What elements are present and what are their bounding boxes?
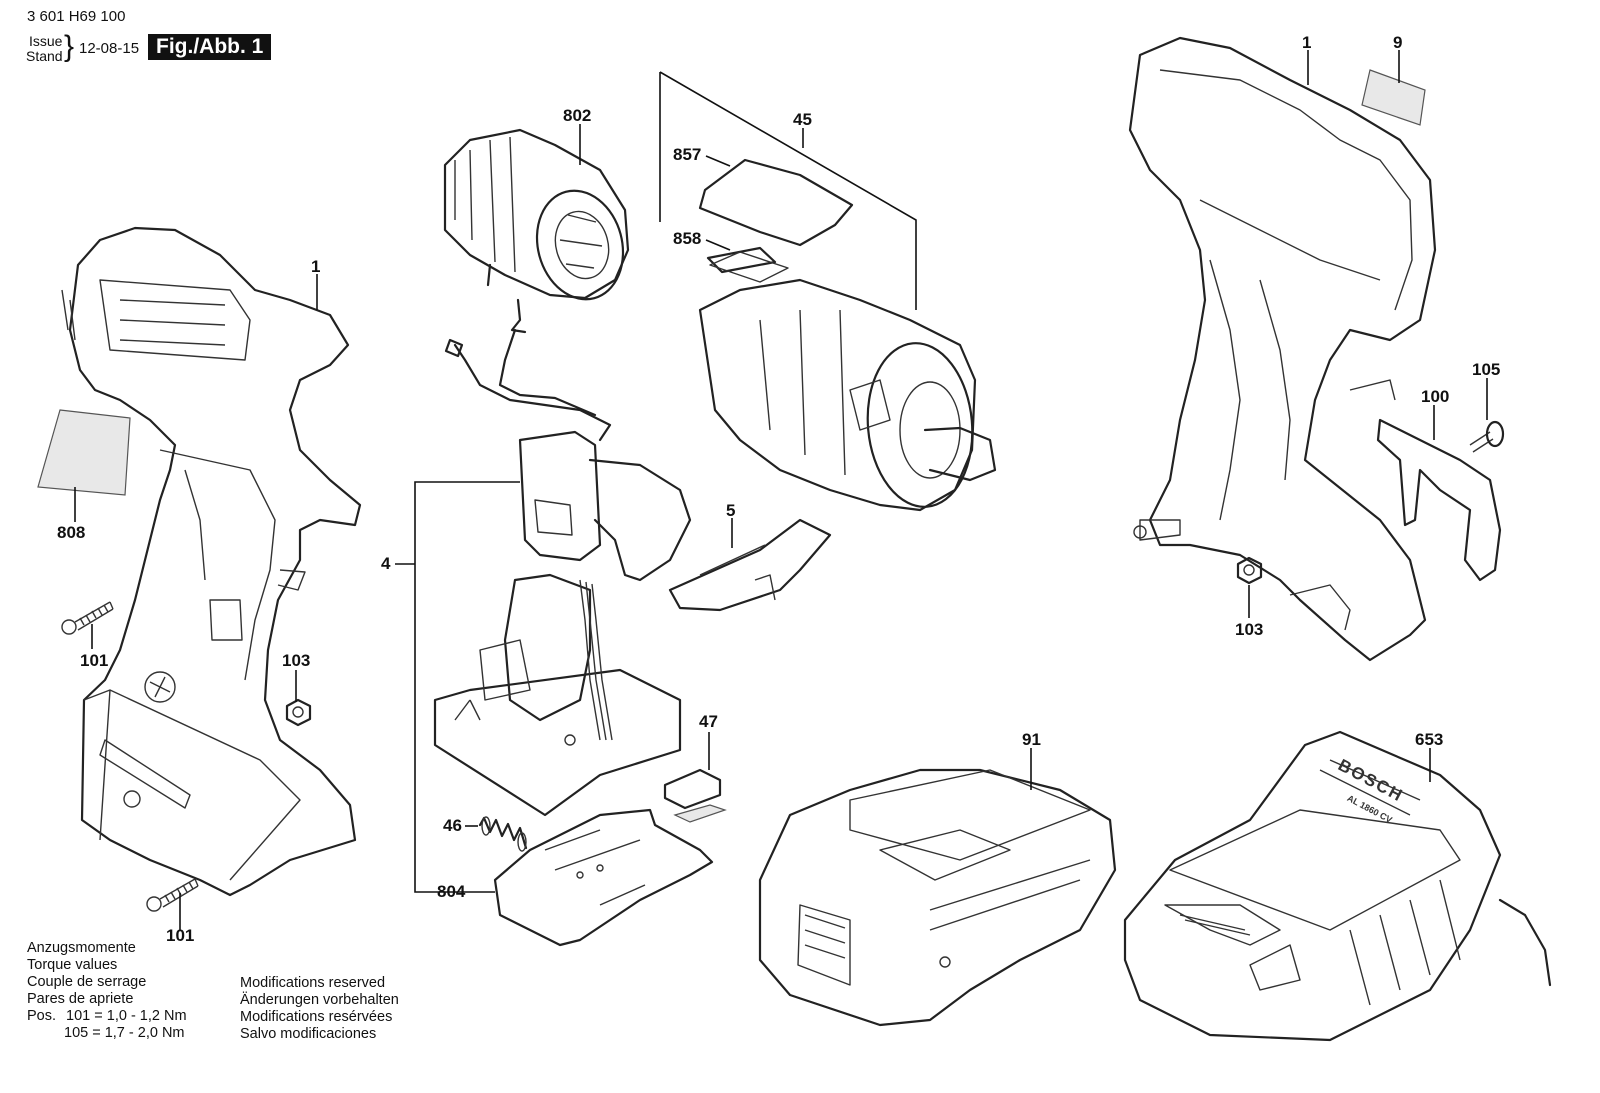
- switch-module-drawing: [433, 430, 692, 817]
- screw-101-lower: [146, 878, 199, 912]
- doc-number: 3 601 H69 100: [27, 8, 126, 25]
- motor-cable: [453, 343, 612, 442]
- part-label-1-right: 1: [1302, 33, 1312, 52]
- torque-pos-label: Pos.: [27, 1008, 57, 1024]
- group-45-bracket: [659, 71, 917, 310]
- cable-plug: [444, 338, 464, 358]
- part-label-5: 5: [726, 501, 736, 520]
- modification-notes: Modifications reserved Änderungen vorbeh…: [240, 975, 399, 1043]
- part-label-45: 45: [793, 110, 812, 129]
- part-label-653: 653: [1415, 730, 1444, 749]
- nut-103-right: [1236, 556, 1263, 585]
- torque-row-105: 105 = 1,7 - 2,0 Nm: [64, 1025, 185, 1041]
- torque-line-en: Torque values: [27, 957, 118, 973]
- modification-line-es: Salvo modificaciones: [240, 1026, 377, 1042]
- gearbox-45-drawing: [698, 246, 997, 512]
- torque-notes: Anzugsmomente Torque values Couple de se…: [27, 940, 187, 1042]
- torque-value-101: 101 = 1,0 - 1,2 Nm: [66, 1008, 187, 1024]
- motor-cable-2: [498, 328, 597, 417]
- issue-brace: }: [64, 30, 75, 63]
- housing-right-drawing: [1128, 36, 1437, 662]
- part-label-101-upper: 101: [80, 651, 109, 670]
- torque-line-de: Anzugsmomente: [27, 940, 136, 956]
- motor-802-drawing: [443, 128, 630, 334]
- torque-row-101: Pos. 101 = 1,0 - 1,2 Nm: [27, 1008, 187, 1025]
- part-label-105: 105: [1472, 360, 1501, 379]
- part-label-100: 100: [1421, 387, 1450, 406]
- part-label-857: 857: [673, 145, 702, 164]
- label-sticker-9: [1361, 69, 1426, 126]
- part-label-103-right: 103: [1235, 620, 1264, 639]
- housing-left-drawing: [61, 226, 362, 897]
- clip-857: [698, 158, 854, 247]
- screw-101-upper: [61, 601, 114, 635]
- figure-label: Fig./Abb. 1: [148, 34, 272, 60]
- modification-line-de: Änderungen vorbehalten: [240, 992, 399, 1008]
- contact-plate-804: [493, 808, 714, 947]
- torque-line-fr: Couple de serrage: [27, 974, 147, 990]
- part-label-103-left: 103: [282, 651, 311, 670]
- part-label-46: 46: [443, 816, 462, 835]
- part-label-91: 91: [1022, 730, 1041, 749]
- issue-label: Issue: [29, 33, 63, 49]
- part-label-1-left: 1: [311, 257, 321, 276]
- label-sticker-808: [37, 409, 131, 496]
- stand-label: Stand: [26, 48, 63, 64]
- ring-858: [709, 251, 789, 283]
- battery-91-drawing: [758, 768, 1117, 1027]
- modification-line-en: Modifications reserved: [240, 975, 386, 991]
- part-label-47: 47: [699, 712, 718, 731]
- part-label-4: 4: [381, 554, 391, 573]
- issue-date: 12-08-15: [79, 40, 140, 57]
- nut-103-left: [285, 698, 312, 727]
- part-label-858: 858: [673, 229, 702, 248]
- torque-line-es: Pares de apriete: [27, 991, 134, 1007]
- part-label-808: 808: [57, 523, 86, 542]
- slider-5: [668, 518, 832, 612]
- part-label-101-lower: 101: [166, 926, 195, 945]
- part-label-9: 9: [1393, 33, 1403, 52]
- part-label-802: 802: [563, 106, 592, 125]
- spring-46: [478, 816, 528, 852]
- charger-653-drawing: [1123, 730, 1552, 1042]
- group-4-bracket: [414, 481, 520, 893]
- screw-105: [1469, 420, 1505, 453]
- pad-47: [663, 768, 727, 823]
- part-label-804: 804: [437, 882, 466, 901]
- leader-lines: [74, 50, 1488, 930]
- belt-hook-100: [1376, 418, 1502, 582]
- modification-line-fr: Modifications resérvées: [240, 1009, 393, 1025]
